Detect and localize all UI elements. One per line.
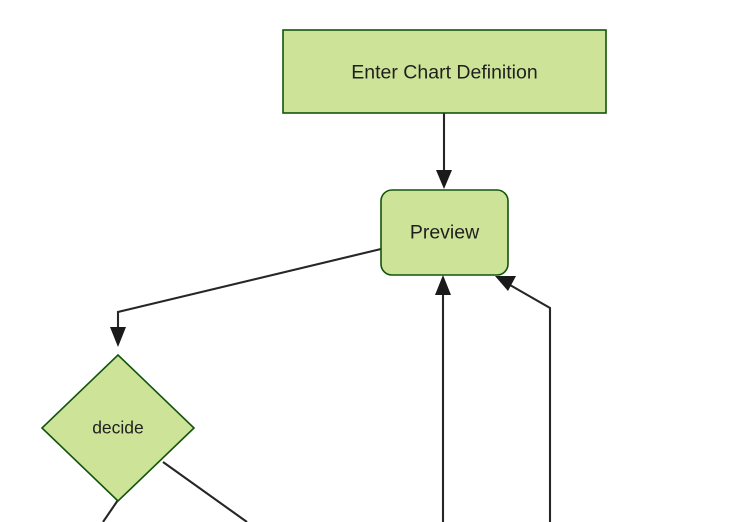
- edge-line: [509, 284, 552, 522]
- arrowhead-down-icon: [110, 327, 126, 347]
- edge-decide-bottom-out: [102, 499, 119, 522]
- node-shape-rounded-rectangle[interactable]: [380, 189, 509, 276]
- edge-decide-right-out: [162, 461, 248, 522]
- edge-bottom-center-to-preview: [435, 275, 451, 522]
- node-enter-chart-definition[interactable]: Enter Chart Definition: [282, 29, 607, 114]
- edge-line: [116, 247, 382, 330]
- node-label-enter-chart-definition: Enter Chart Definition: [351, 62, 537, 84]
- node-shape-diamond[interactable]: [40, 353, 196, 503]
- node-preview[interactable]: Preview: [380, 189, 509, 276]
- node-label-preview: Preview: [410, 222, 480, 244]
- node-decide[interactable]: decide: [40, 353, 196, 503]
- edge-bottom-right-to-preview: [495, 276, 552, 522]
- arrowhead-down-icon: [436, 170, 452, 189]
- edge-line: [162, 461, 248, 522]
- node-shape-rectangle[interactable]: [282, 29, 607, 114]
- node-label-decide: decide: [92, 418, 144, 438]
- arrowhead-up-left-icon: [495, 276, 516, 291]
- edge-line: [102, 499, 119, 522]
- edge-enter-to-preview: [436, 113, 452, 189]
- edge-preview-to-decide: [110, 247, 382, 347]
- arrowhead-up-icon: [435, 275, 451, 295]
